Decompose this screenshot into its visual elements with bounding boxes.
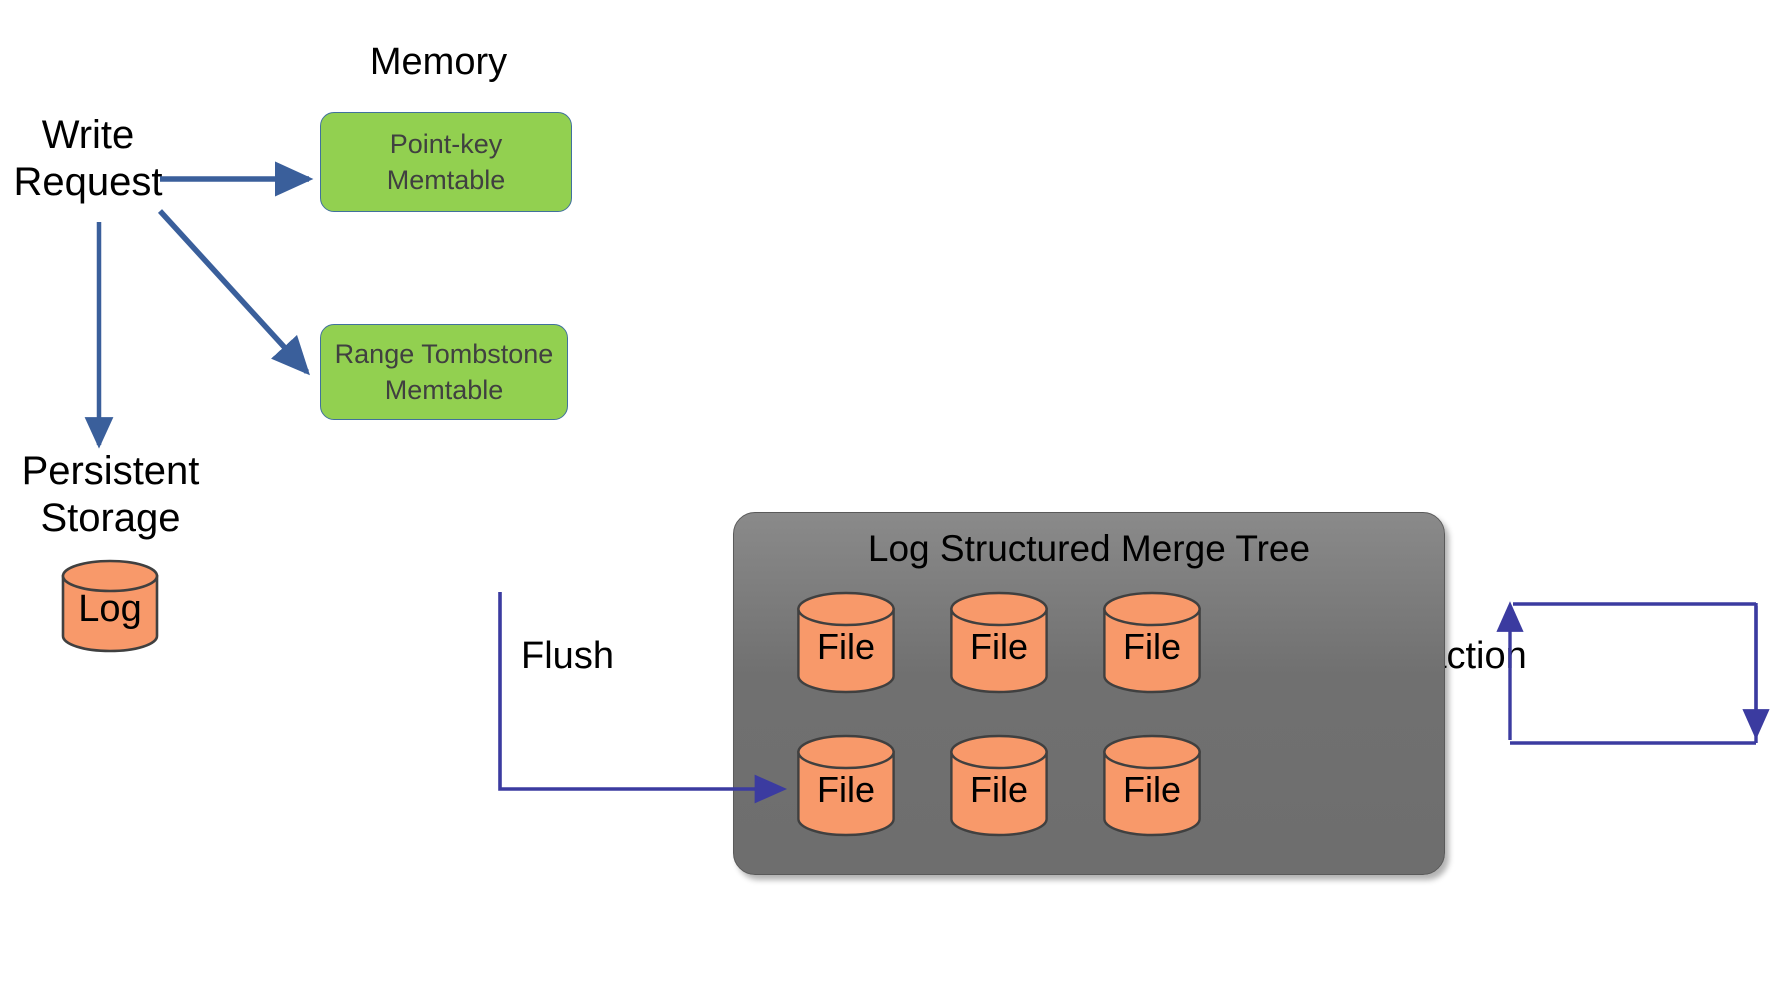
lsm-file-cylinder[interactable]: File [1103, 591, 1201, 694]
range-tombstone-memtable-box[interactable]: Range Tombstone Memtable [320, 324, 568, 420]
arrow-write-to-range-tombstone [157, 209, 310, 376]
range-tombstone-memtable-label: Range Tombstone Memtable [334, 338, 554, 405]
lsm-tree-title: Log Structured Merge Tree [867, 528, 1311, 569]
lsm-file-cylinder[interactable]: File [797, 734, 895, 837]
point-key-memtable-label: Point-key Memtable [386, 128, 506, 195]
lsm-file-cylinder[interactable]: File [1103, 734, 1201, 837]
lsm-file-cylinder[interactable]: File [950, 734, 1048, 837]
persistent-storage-label: Persistent Storage [21, 449, 200, 541]
log-cylinder[interactable]: Log [61, 559, 159, 653]
flush-label: Flush [521, 635, 614, 677]
lsm-file-cylinder[interactable]: File [950, 591, 1048, 694]
memory-title: Memory [369, 41, 508, 83]
write-request-label: Write Request [13, 113, 163, 205]
lsm-file-cylinder[interactable]: File [797, 591, 895, 694]
point-key-memtable-box[interactable]: Point-key Memtable [320, 112, 572, 212]
